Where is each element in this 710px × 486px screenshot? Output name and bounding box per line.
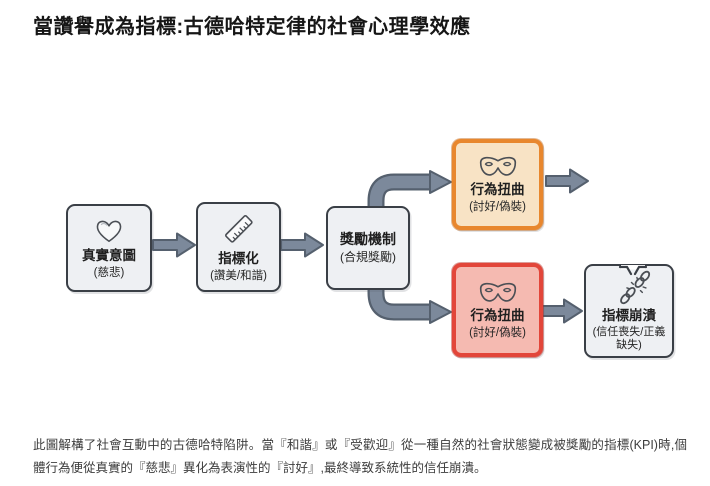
node-label: 真實意圖 xyxy=(82,248,136,264)
page-title: 當讚譽成為指標:古德哈特定律的社會心理學效應 xyxy=(33,16,471,38)
node-reward-mechanism: 獎勵機制 (合規獎勵) xyxy=(326,206,410,290)
node-sublabel: (討好/偽裝) xyxy=(469,326,526,339)
ruler-icon xyxy=(219,210,259,248)
heart-icon xyxy=(91,215,127,245)
node-sublabel: (讚美/和諧) xyxy=(210,270,267,283)
branch-arrows xyxy=(367,170,452,324)
node-sublabel: (合規獎勵) xyxy=(340,249,396,264)
node-label: 指標化 xyxy=(218,251,259,267)
node-sublabel: (討好/偽裝) xyxy=(469,201,526,214)
node-metricization: 指標化 (讚美/和諧) xyxy=(196,202,281,292)
node-label: 指標崩潰 xyxy=(602,307,656,323)
arrow-distortion-top-out xyxy=(545,168,589,194)
caption: 此圖解構了社會互動中的古德哈特陷阱。當『和諧』或『受歡迎』從一種自然的社會狀態變… xyxy=(33,438,687,475)
branch-arrow-bottom xyxy=(367,255,452,324)
node-behavior-distortion-bottom: 行為扭曲 (討好/偽裝) xyxy=(452,263,543,357)
broken-chain-icon xyxy=(616,269,656,305)
node-sublabel: (慈悲) xyxy=(93,267,125,280)
node-metric-collapse: 指標崩潰 (信任喪失/正義缺失) xyxy=(584,264,674,358)
node-label: 行為扭曲 xyxy=(470,307,525,323)
branch-arrow-top xyxy=(367,170,452,265)
mask-icon xyxy=(476,154,520,179)
node-true-intent: 真實意圖 (慈悲) xyxy=(66,204,152,292)
border-crack xyxy=(618,265,648,276)
node-label: 行為扭曲 xyxy=(470,182,525,198)
node-behavior-distortion-top: 行為扭曲 (討好/偽裝) xyxy=(452,139,543,230)
node-sublabel: (信任喪失/正義缺失) xyxy=(592,325,666,352)
arrow-distortion-to-collapse xyxy=(539,298,583,324)
arrow-metric-to-reward xyxy=(280,232,324,258)
mask-icon xyxy=(476,280,520,305)
arrow-intent-to-metric xyxy=(152,232,196,258)
node-label: 獎勵機制 xyxy=(340,231,396,248)
